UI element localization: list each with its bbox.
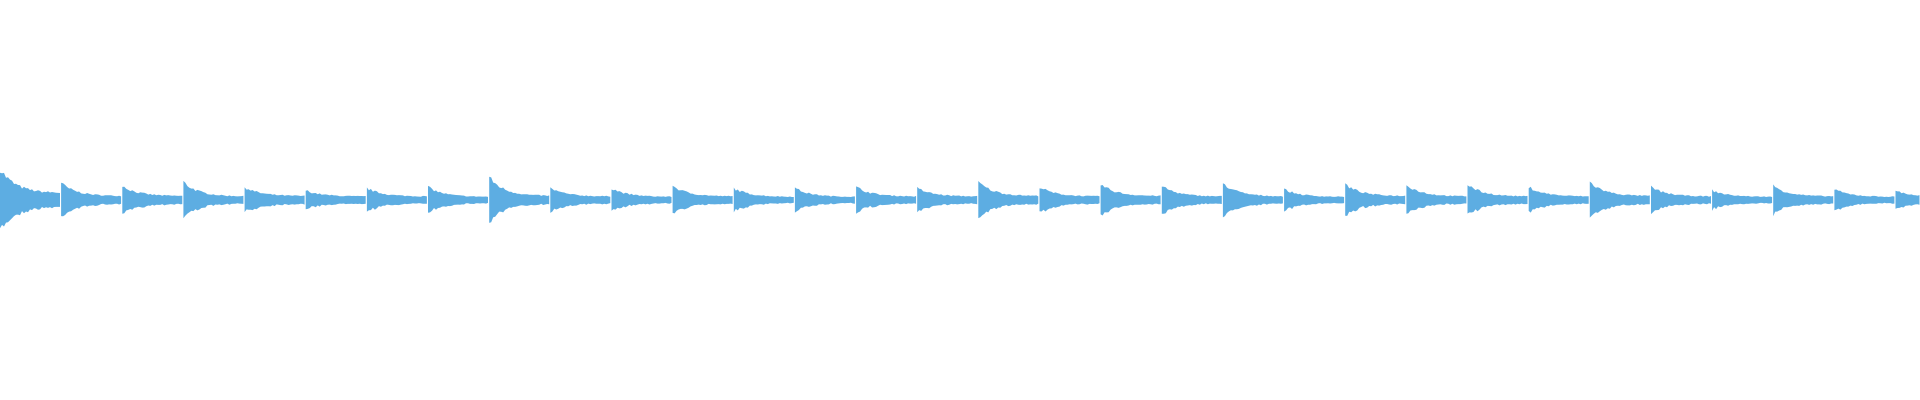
waveform-segment	[1895, 190, 1920, 209]
waveform-segment	[794, 187, 855, 213]
waveform-segment	[183, 180, 244, 219]
waveform-segment	[1773, 184, 1834, 217]
waveform-segment	[611, 189, 672, 211]
waveform-segment	[1467, 185, 1528, 214]
waveform-segment	[61, 182, 122, 217]
waveform-segment	[1651, 185, 1711, 215]
waveform-segment	[1589, 181, 1650, 218]
waveform-segment	[917, 186, 978, 213]
waveform-segment	[1834, 189, 1895, 211]
waveform-segment	[0, 172, 60, 229]
waveform-segment	[366, 187, 427, 212]
waveform-segment	[1284, 188, 1345, 212]
waveform-segment	[1712, 189, 1773, 211]
waveform-segment	[428, 185, 488, 213]
waveform-segment	[550, 187, 611, 213]
waveform-segment	[1406, 185, 1467, 214]
waveform-segment	[1345, 183, 1406, 216]
waveform-segment	[1528, 186, 1589, 213]
waveform-segment	[1222, 183, 1283, 218]
waveform-segment	[733, 187, 794, 213]
waveform-segment	[244, 187, 305, 213]
waveform-segment	[1039, 188, 1100, 212]
waveform-segment	[856, 186, 917, 214]
waveform-segment	[489, 176, 550, 223]
waveform-segment	[978, 181, 1039, 219]
waveform-segment	[122, 186, 183, 214]
waveform-segment	[1161, 186, 1222, 214]
waveform-segment	[305, 190, 366, 210]
waveform-segment	[672, 185, 733, 214]
waveform-segment	[1100, 185, 1161, 216]
